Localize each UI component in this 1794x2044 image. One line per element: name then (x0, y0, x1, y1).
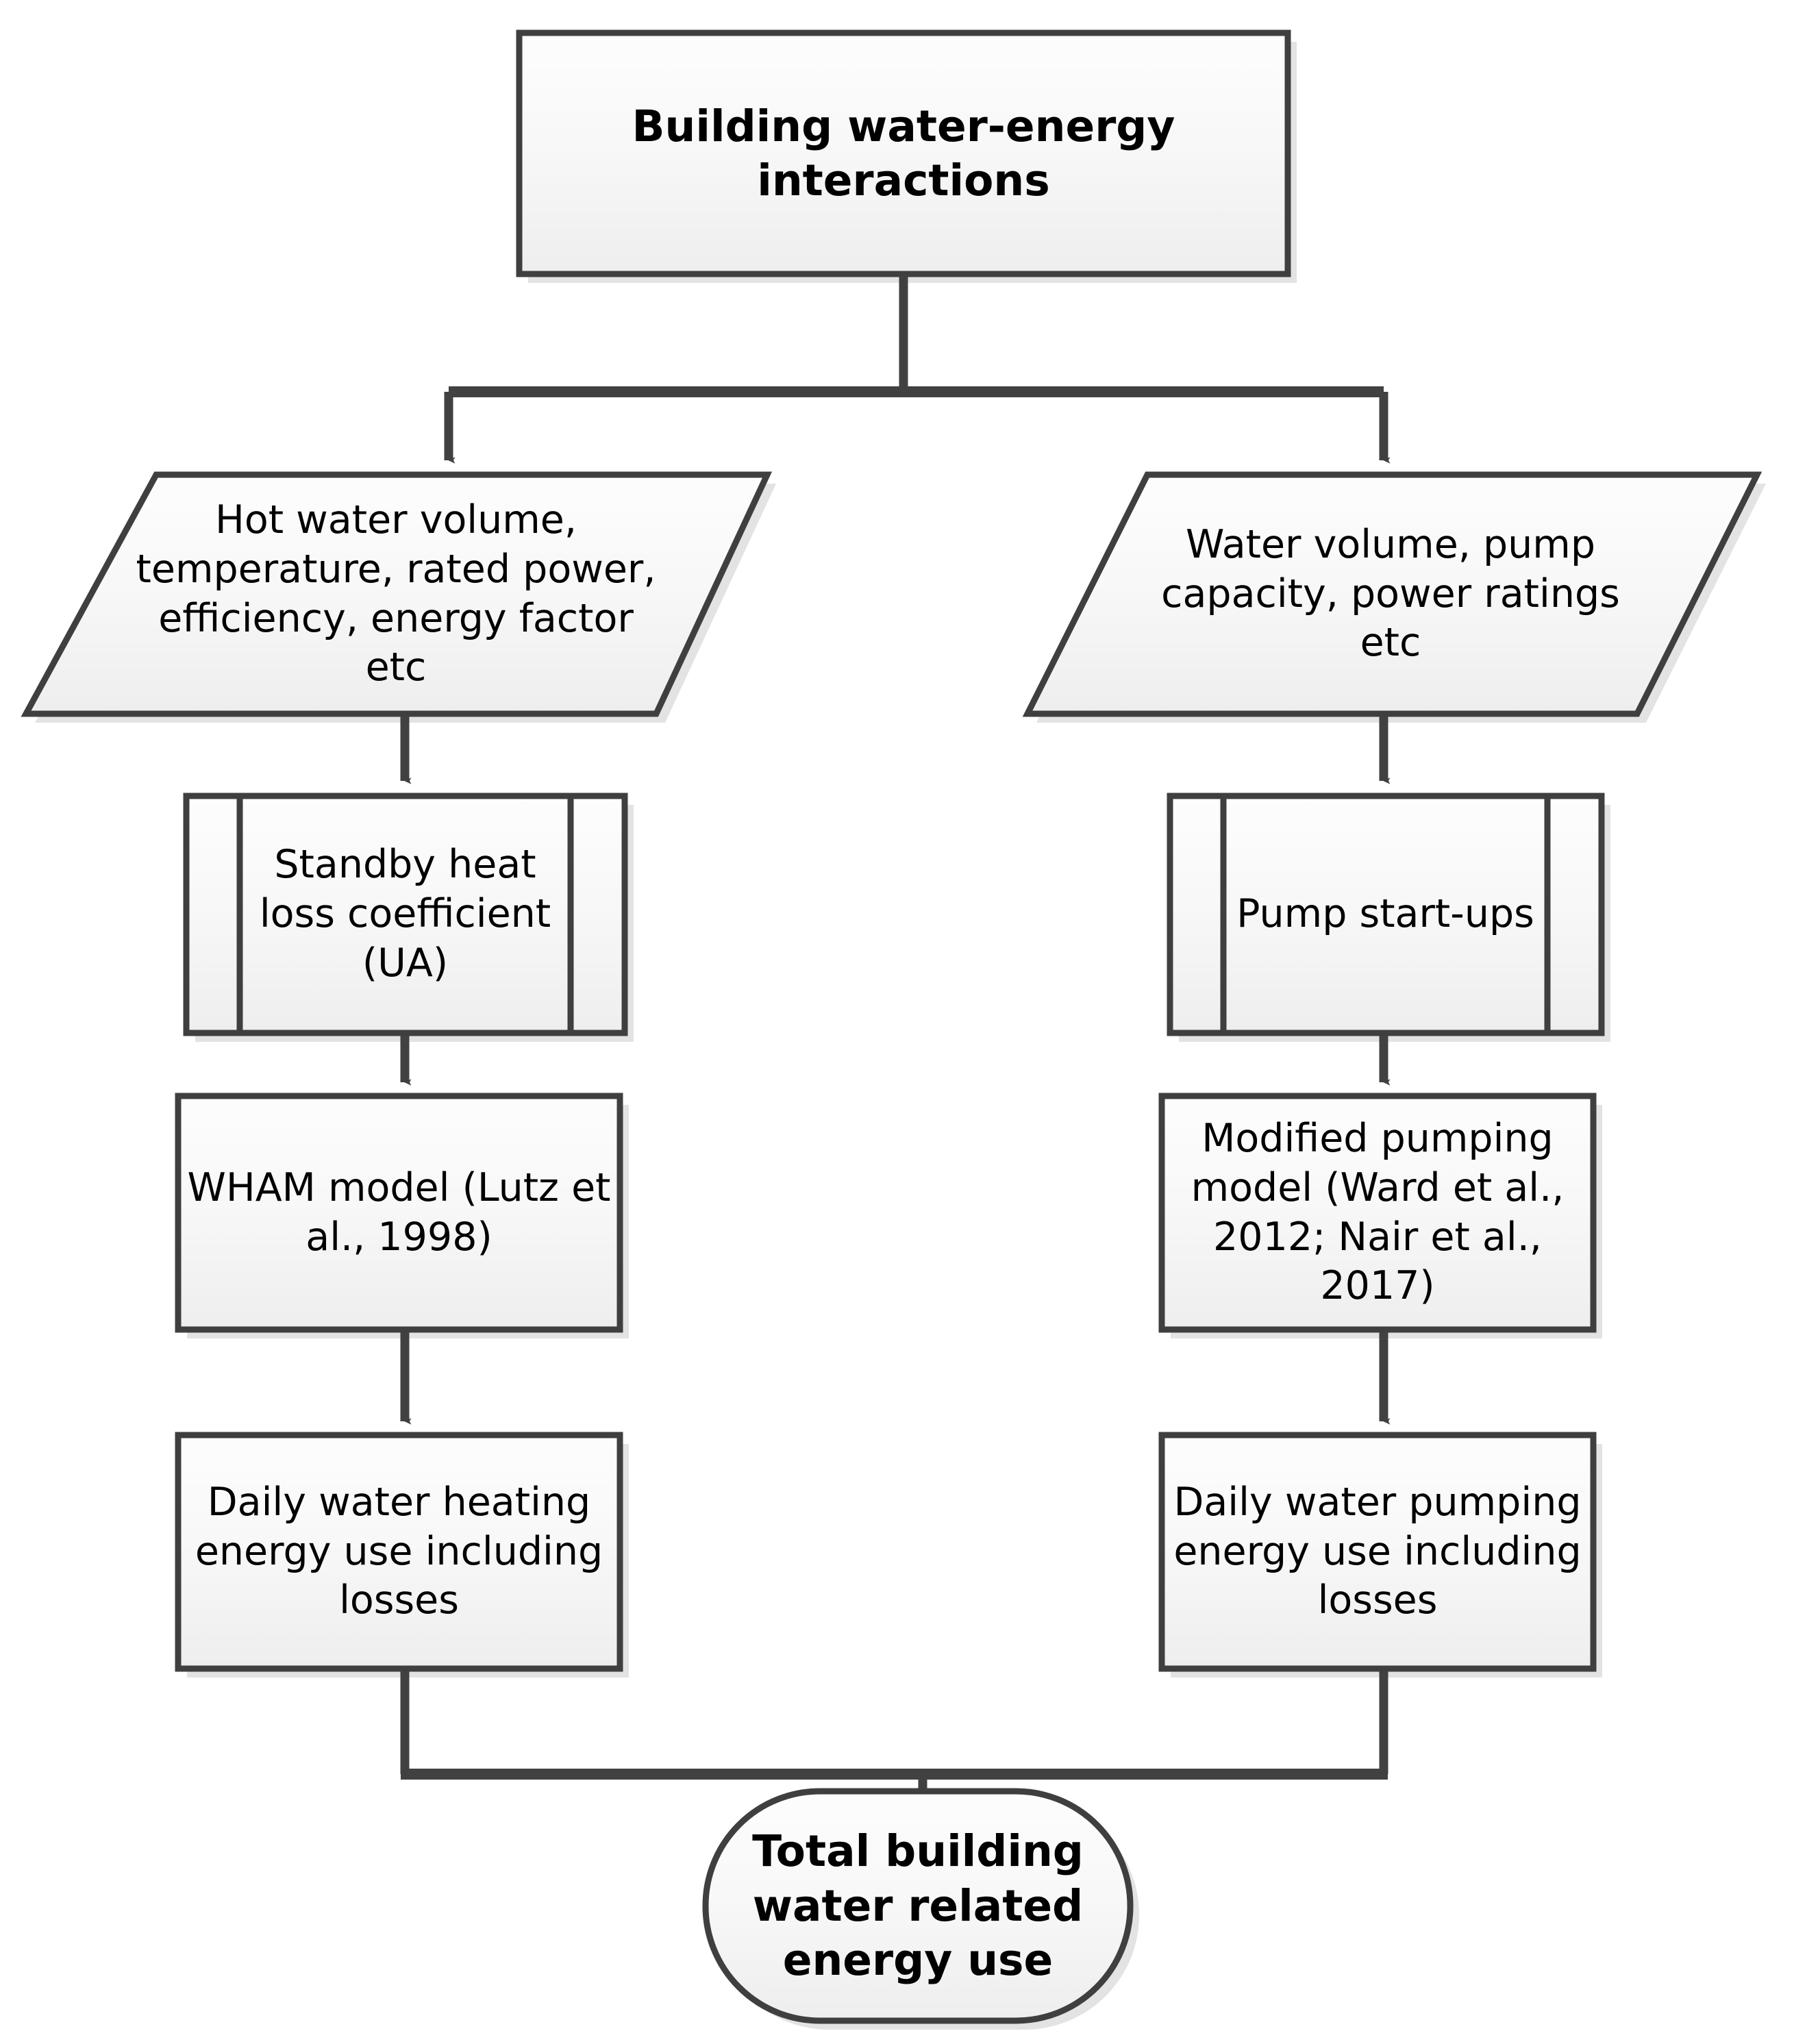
node-total-label: Total building water related energy use (752, 1826, 1084, 1986)
node-right-output[interactable]: Daily water pumping energy use including… (1162, 1435, 1593, 1669)
node-right-input[interactable]: Water volume, pump capacity, power ratin… (1151, 475, 1630, 714)
node-total[interactable]: Total building water related energy use (706, 1791, 1130, 2021)
node-right-output-shape (1158, 1432, 1597, 1672)
node-left-input-label: Hot water volume, temperature, rated pow… (136, 497, 656, 690)
node-left-output-shape (175, 1432, 623, 1672)
node-left-model-shape (175, 1093, 623, 1333)
node-root[interactable]: Building water-energy interactions (519, 33, 1288, 274)
node-right-predefined-label: Pump start-ups (1236, 891, 1534, 937)
node-left-input-shape (21, 471, 773, 717)
node-right-input-label: Water volume, pump capacity, power ratin… (1161, 521, 1620, 666)
node-left-input[interactable]: Hot water volume, temperature, rated pow… (122, 475, 670, 714)
node-left-output[interactable]: Daily water heating energy use including… (178, 1435, 620, 1669)
node-right-output-label: Daily water pumping energy use including… (1173, 1479, 1582, 1623)
node-right-predefined[interactable]: Pump start-ups (1223, 796, 1547, 1033)
node-left-model-label: WHAM model (Lutz et al., 1998) (187, 1164, 611, 1260)
node-right-model-label: Modified pumping model (Ward et al., 201… (1191, 1115, 1565, 1309)
node-right-input-shape (1022, 471, 1762, 717)
node-left-model[interactable]: WHAM model (Lutz et al., 1998) (178, 1096, 620, 1330)
node-root-label: Building water-energy interactions (632, 101, 1175, 205)
node-root-shape (516, 29, 1291, 277)
node-total-shape (702, 1788, 1134, 2024)
node-right-model-shape (1158, 1093, 1597, 1333)
node-left-predefined-label: Standby heat loss coefficient (UA) (259, 842, 551, 986)
node-left-predefined-shape (183, 793, 628, 1036)
node-outline-group (21, 29, 1762, 2024)
node-left-output-label: Daily water heating energy use including… (195, 1479, 603, 1623)
node-left-predefined[interactable]: Standby heat loss coefficient (UA) (240, 796, 571, 1033)
node-right-model[interactable]: Modified pumping model (Ward et al., 201… (1162, 1096, 1593, 1330)
node-right-predefined-shape (1167, 793, 1605, 1036)
predefined-process-bars (236, 796, 1551, 1033)
connector-group (400, 274, 1391, 1853)
